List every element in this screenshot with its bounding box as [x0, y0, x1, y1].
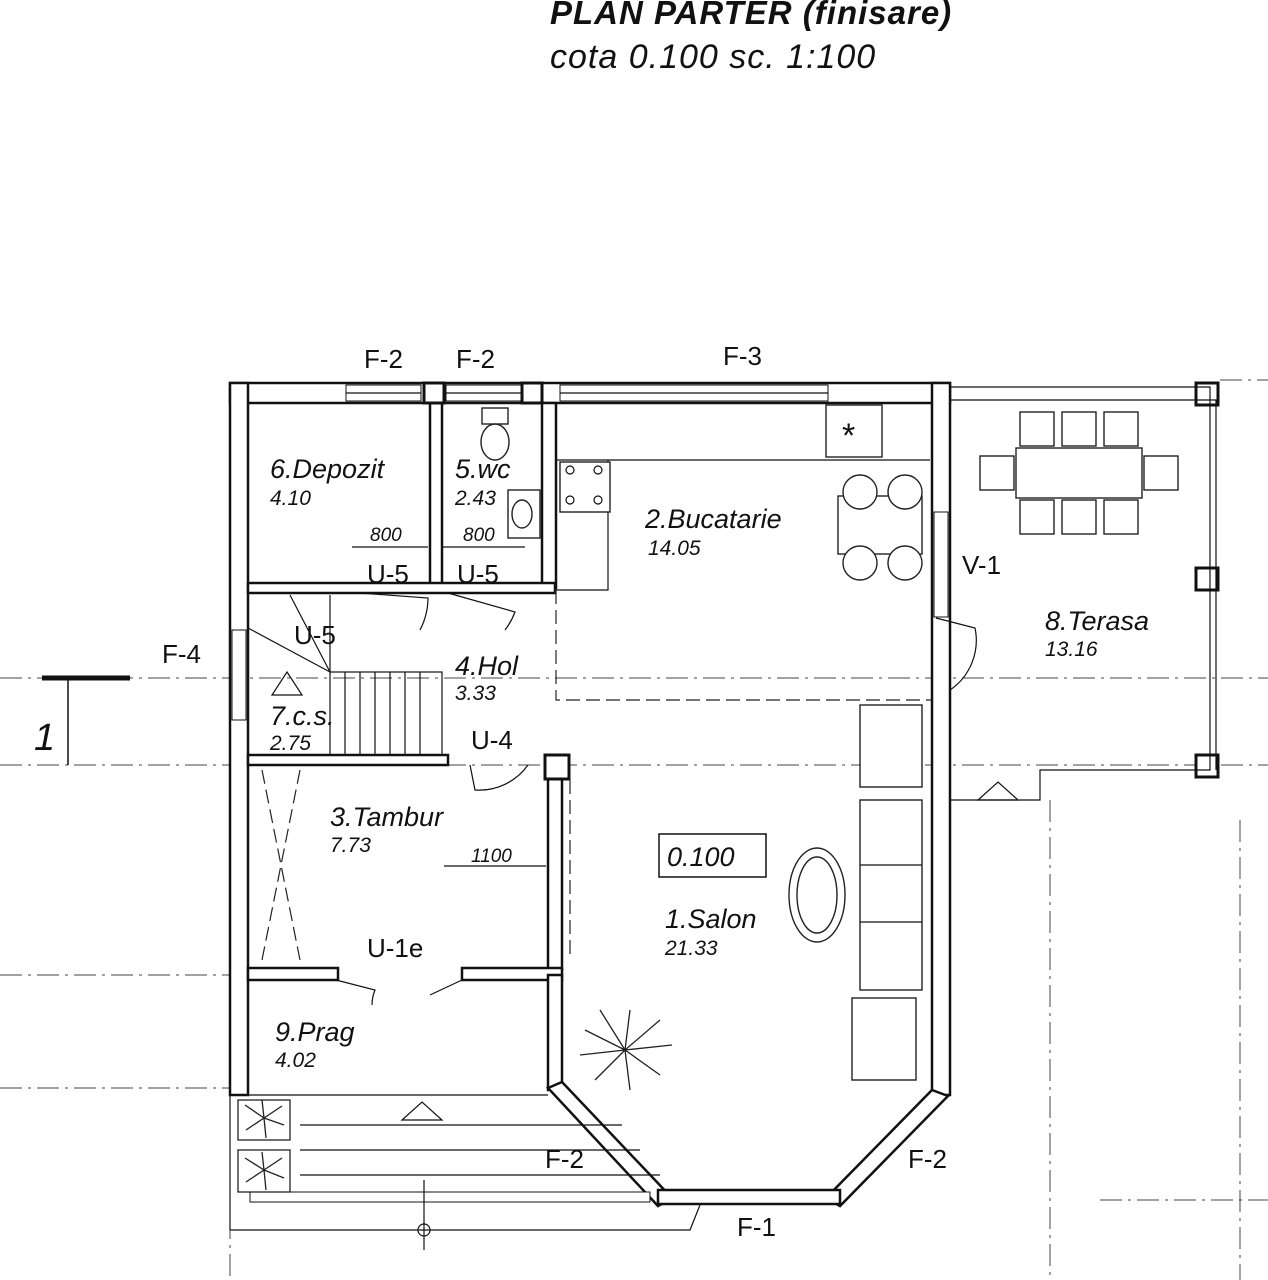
- room-name: 5.wc: [455, 454, 511, 484]
- stove-symbol: *: [842, 417, 855, 455]
- room-area: 13.16: [1045, 638, 1098, 661]
- room-name: 7.c.s.: [270, 701, 335, 731]
- salon-furniture: [788, 704, 923, 1081]
- plan-subtitle: cota 0.100 sc. 1:100: [550, 38, 877, 76]
- dimension-lines: 800 800 1100: [352, 525, 546, 867]
- dimension-value: 1100: [471, 846, 512, 867]
- window-label: F-2: [908, 1144, 947, 1174]
- door-swings: [335, 592, 977, 1006]
- room-area: 3.33: [455, 682, 496, 705]
- window-label: F-2: [545, 1144, 584, 1174]
- door-label: U-1e: [367, 933, 423, 963]
- window-label: F-4: [162, 639, 201, 669]
- door-label: U-5: [294, 620, 336, 650]
- room-name: 4.Hol: [455, 651, 519, 681]
- room-area: 4.02: [275, 1049, 316, 1072]
- room-area: 14.05: [648, 537, 701, 560]
- wc-fixtures: [480, 407, 541, 539]
- door-label: U-4: [471, 725, 513, 755]
- room-name: 2.Bucatarie: [644, 504, 782, 534]
- dimension-value: 800: [463, 525, 495, 546]
- door-label: U-5: [457, 559, 499, 589]
- columns: [422, 381, 1220, 781]
- room-name: 9.Prag: [275, 1017, 355, 1047]
- plant-icon: [244, 1009, 673, 1191]
- window-label: V-1: [962, 550, 1001, 580]
- window-label: F-3: [723, 341, 762, 371]
- room-name: 6.Depozit: [270, 454, 386, 484]
- kitchen-table: [837, 474, 923, 581]
- entry-steps: [229, 781, 1020, 1250]
- room-name: 1.Salon: [665, 904, 757, 934]
- room-area: 4.10: [270, 487, 311, 510]
- door-label: U-5: [367, 559, 409, 589]
- staircase: [247, 594, 443, 756]
- terrace-table: [979, 411, 1179, 535]
- window-marks: [231, 384, 949, 1203]
- kitchen-counter: [556, 404, 930, 591]
- dashed-lines: [261, 590, 932, 961]
- opening-labels: F-2 F-2 F-3 F-4 V-1 U-5 U-5 U-5 U-4 U-1e…: [162, 341, 1001, 1242]
- room-area: 2.43: [454, 487, 496, 510]
- window-label: F-1: [737, 1212, 776, 1242]
- window-label: F-2: [456, 344, 495, 374]
- section-number: 1: [34, 717, 55, 759]
- room-area: 7.73: [330, 834, 371, 857]
- dimension-value: 800: [370, 525, 402, 546]
- room-area: 2.75: [269, 732, 311, 755]
- room-area: 21.33: [664, 937, 718, 960]
- room-name: 8.Terasa: [1045, 606, 1149, 636]
- section-marker: 1: [34, 675, 130, 765]
- plan-title: PLAN PARTER (finisare): [550, 0, 953, 31]
- terrace-outline: [950, 386, 1218, 801]
- room-labels: 6.Depozit 4.10 5.wc 2.43 2.Bucatarie 14.…: [269, 454, 1149, 1072]
- level-mark: 0.100: [667, 842, 735, 872]
- window-label: F-2: [364, 344, 403, 374]
- room-name: 3.Tambur: [330, 802, 444, 832]
